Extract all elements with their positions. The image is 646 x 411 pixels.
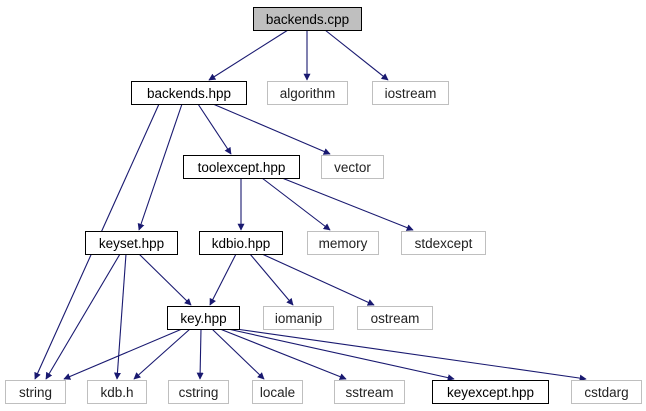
node-backends-hpp[interactable]: backends.hpp [131,81,247,105]
edge-backends-hpp-to-toolexcept-hpp [197,103,232,155]
node-key-hpp[interactable]: key.hpp [167,306,240,330]
node-box [263,306,334,330]
node-box [372,81,449,105]
edge-key-hpp-to-cstring [196,328,204,380]
node-box [168,380,229,404]
node-iomanip: iomanip [263,306,334,330]
node-label: toolexcept.hpp [198,160,286,175]
node-label: sstream [345,385,393,400]
node-vector: vector [321,155,384,179]
node-box [199,231,283,255]
node-label: keyset.hpp [99,236,164,251]
edge-key-hpp-to-kdb-h [133,328,191,380]
edge-backends-cpp-to-iostream [324,29,389,81]
edge-key-hpp-to-sstream [219,328,347,380]
node-backends-cpp[interactable]: backends.cpp [253,7,362,31]
node-box [334,380,405,404]
nodes-layer: backends.cpp backends.hpp algorithm iostrea… [5,7,642,404]
edge-keyset-hpp-to-string [45,253,121,380]
node-kdbio-hpp[interactable]: kdbio.hpp [199,231,283,255]
node-label: kdbio.hpp [212,236,271,251]
node-kdb-h: kdb.h [87,380,147,404]
node-label: backends.hpp [147,86,231,101]
node-label: keyexcept.hpp [447,385,534,400]
node-box [5,380,66,404]
edges-layer [34,29,587,382]
edge-kdbio-hpp-to-ostream [261,253,375,306]
edge-kdbio-hpp-to-key-hpp [209,253,237,306]
node-cstring: cstring [168,380,229,404]
node-label: iostream [385,86,437,101]
node-stdexcept: stdexcept [401,231,486,255]
node-label: cstdarg [584,385,628,400]
node-label: cstring [179,385,219,400]
node-label: iomanip [275,311,322,326]
node-box [85,231,178,255]
node-sstream: sstream [334,380,405,404]
node-label: algorithm [280,86,336,101]
edge-key-hpp-to-locale [211,328,265,380]
node-iostream: iostream [372,81,449,105]
node-box [252,380,303,404]
node-algorithm: algorithm [267,81,348,105]
node-box [321,155,384,179]
node-label: locale [260,385,295,400]
node-string: string [5,380,66,404]
edge-backends-hpp-to-keyset-hpp [137,103,183,231]
node-locale: locale [252,380,303,404]
node-label: stdexcept [415,236,473,251]
node-box [432,380,549,404]
edge-backends-hpp-to-vector [212,103,331,155]
edge-key-hpp-to-string [63,328,183,380]
edge-key-hpp-to-cstdarg [235,328,587,382]
node-label: memory [319,236,368,251]
edge-kdbio-hpp-to-iomanip [249,253,294,306]
node-label: kdb.h [100,385,133,400]
node-keyexcept-hpp[interactable]: keyexcept.hpp [432,380,549,404]
node-box [267,81,348,105]
node-toolexcept-hpp[interactable]: toolexcept.hpp [183,155,300,179]
edge-key-hpp-to-keyexcept-hpp [227,328,455,382]
node-box [401,231,486,255]
node-keyset-hpp[interactable]: keyset.hpp [85,231,178,255]
edge-toolexcept-hpp-to-memory [261,177,331,231]
node-memory: memory [307,231,379,255]
node-box [253,7,362,31]
edge-backends-cpp-to-backends-hpp [208,29,289,81]
edge-keyset-hpp-to-key-hpp [138,253,192,306]
node-box [131,81,247,105]
node-box [571,380,642,404]
edge-keyset-hpp-to-kdb-h [113,253,127,380]
node-box [307,231,379,255]
node-box [87,380,147,404]
node-label: backends.cpp [266,12,349,27]
edge-toolexcept-hpp-to-stdexcept [281,177,414,231]
node-box [183,155,300,179]
node-label: ostream [371,311,420,326]
node-label: string [19,385,52,400]
node-label: key.hpp [180,311,226,326]
node-label: vector [334,160,371,175]
node-cstdarg: cstdarg [571,380,642,404]
node-box [167,306,240,330]
node-box [357,306,433,330]
node-ostream: ostream [357,306,433,330]
